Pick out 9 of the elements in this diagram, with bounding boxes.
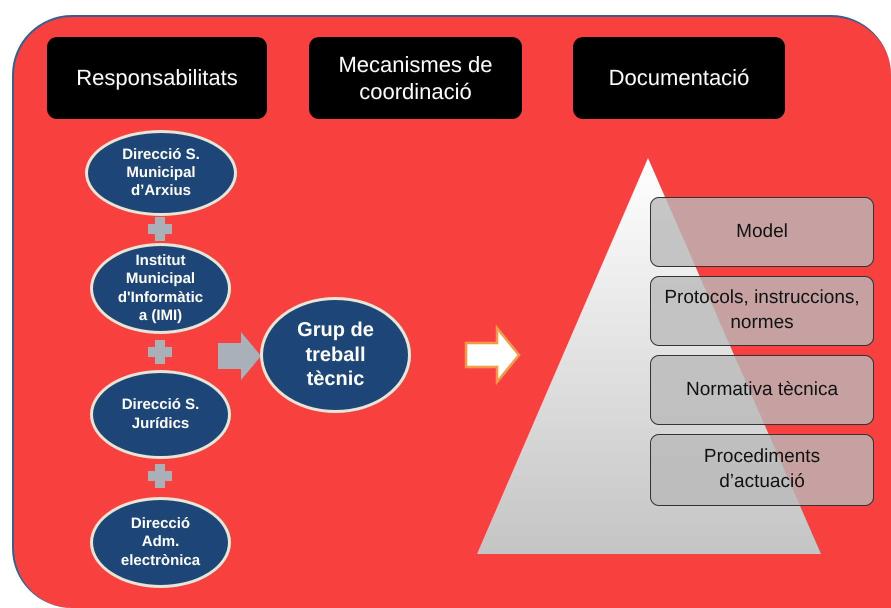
level-box: Model [650, 197, 874, 267]
header-box: Documentació [573, 37, 785, 119]
block-arrow [464, 324, 521, 386]
level-box: Normativa tècnica [650, 355, 874, 425]
header-box: Mecanismes de coordinació [309, 37, 522, 119]
level-box: Protocols, instruccions, normes [650, 276, 874, 346]
level-box: Procediments d’actuació [650, 434, 874, 506]
header-box: Responsabilitats [47, 37, 267, 119]
block-arrow [218, 332, 261, 380]
